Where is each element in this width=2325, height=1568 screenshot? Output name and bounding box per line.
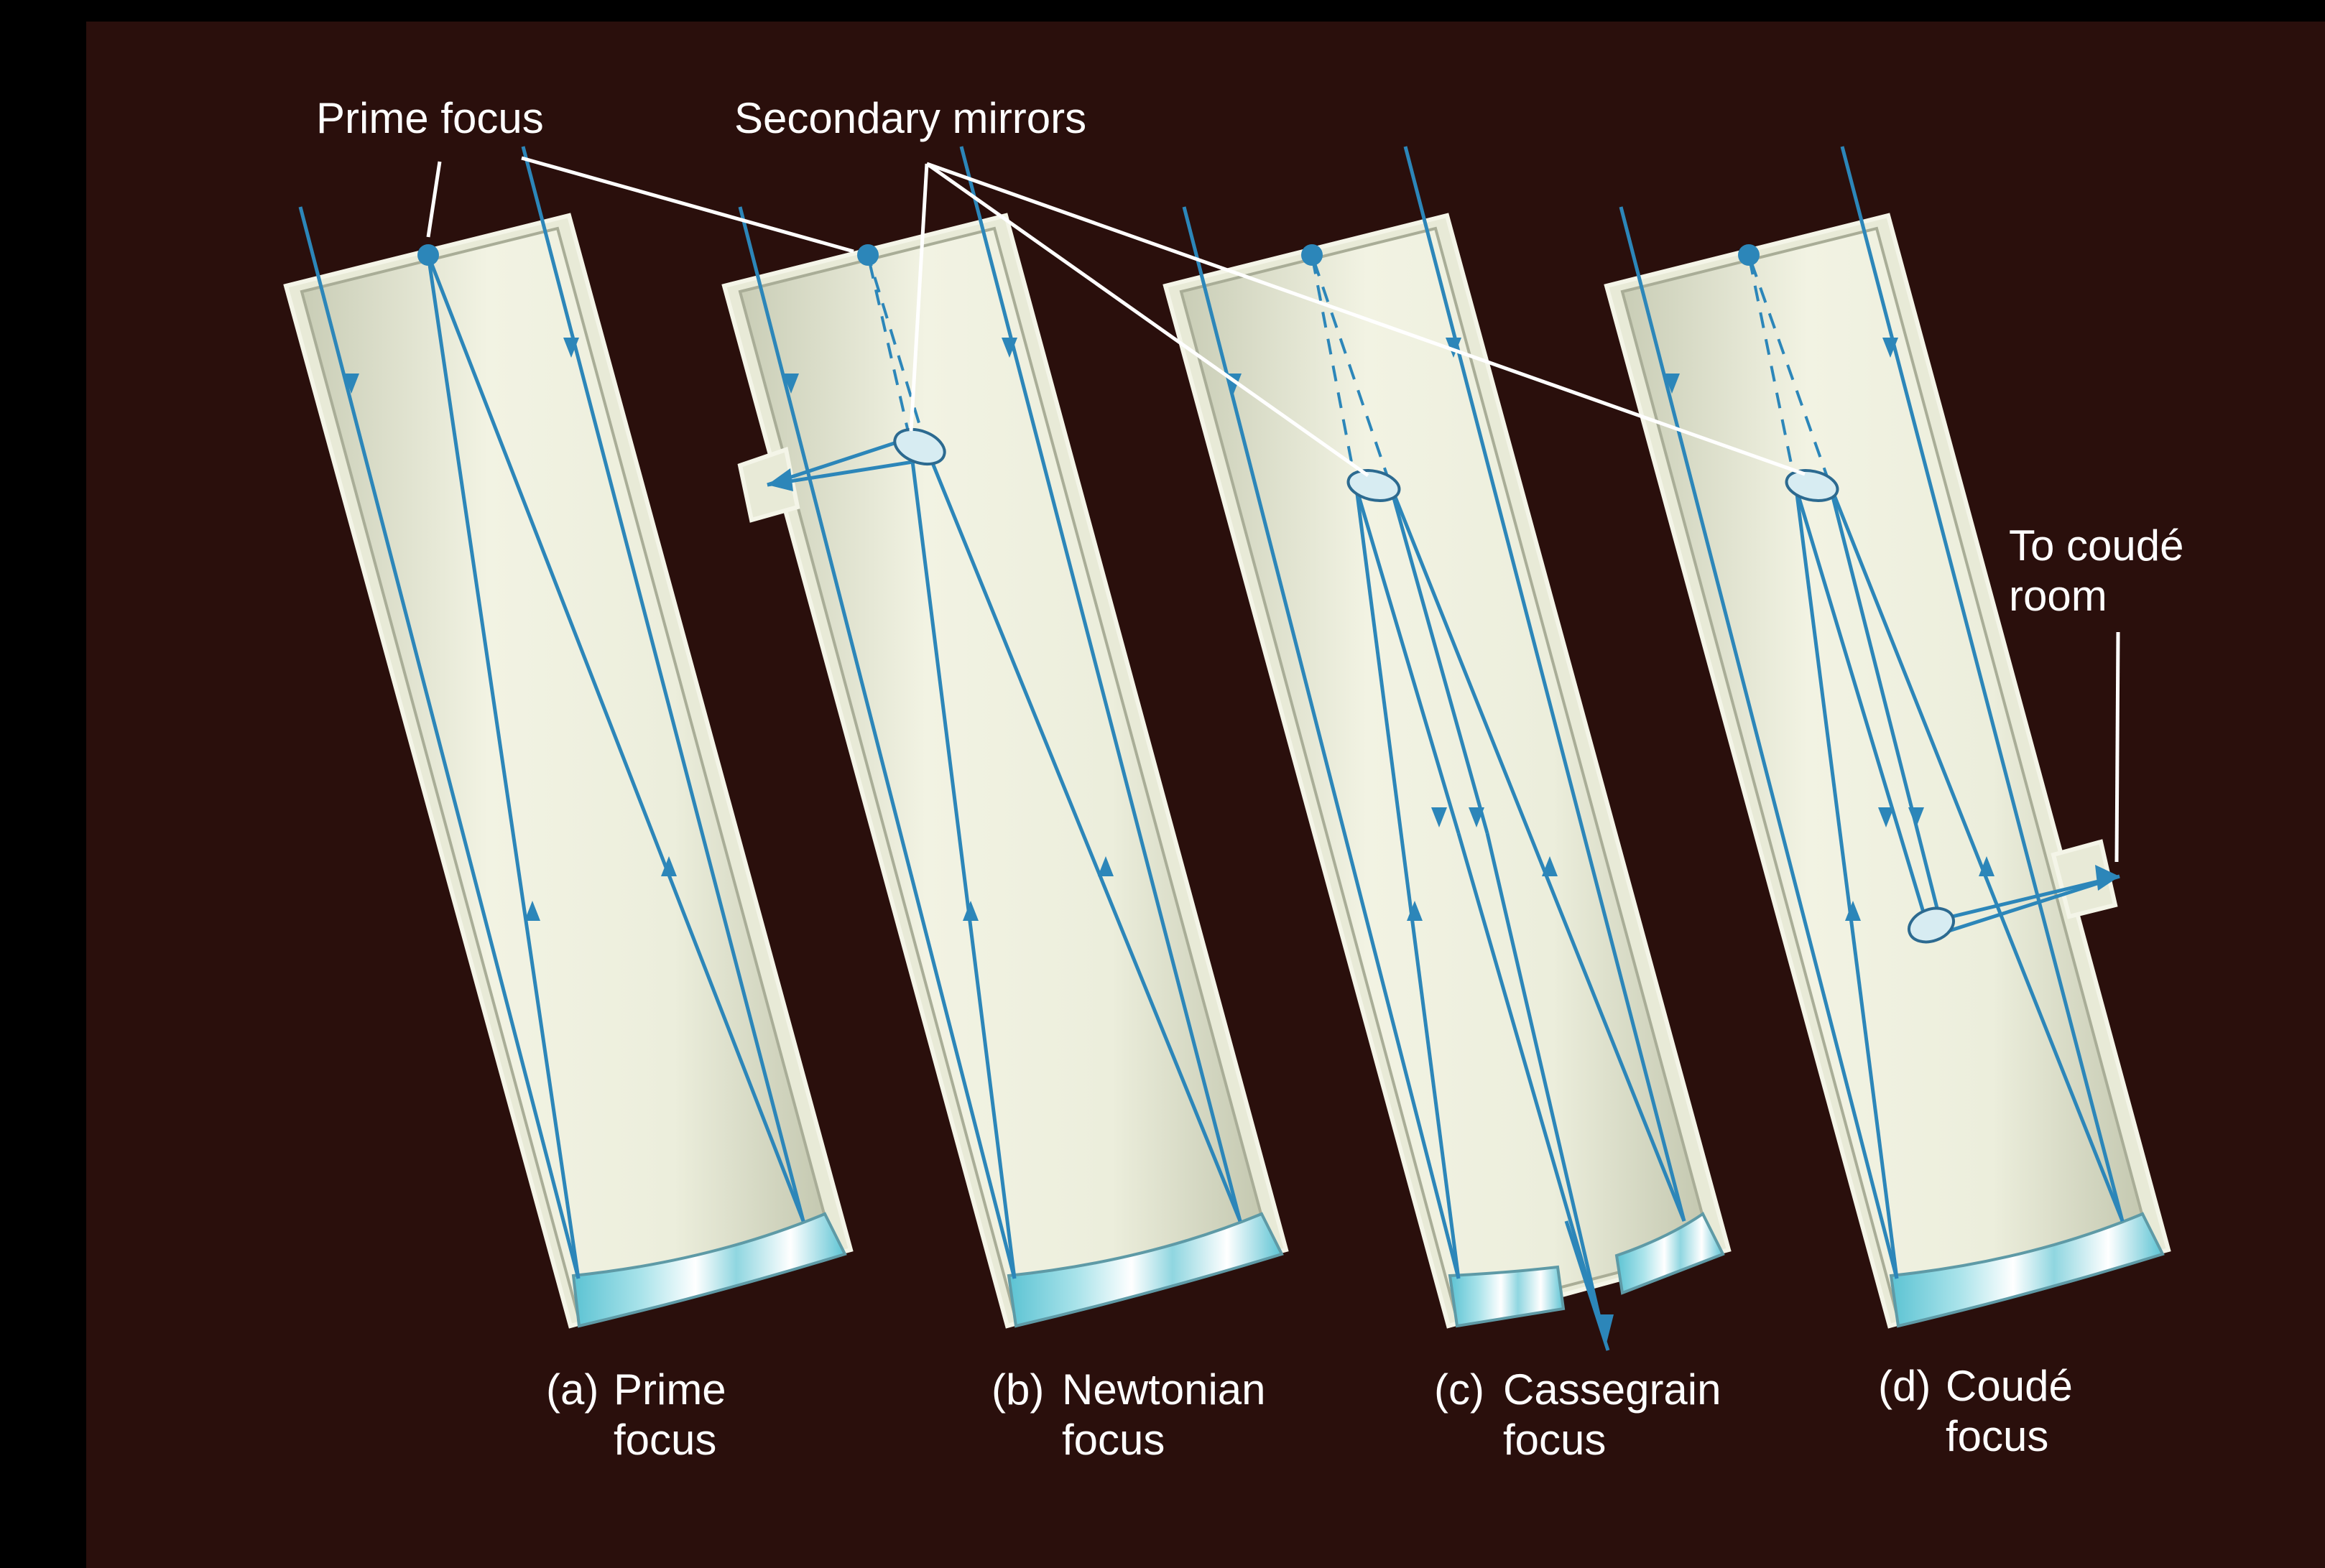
to-coude-room-label-line1: To coudé bbox=[2009, 521, 2184, 570]
primary-mirror-d bbox=[1889, 1212, 2165, 1328]
prime-focus-point-b bbox=[857, 244, 879, 266]
tube-a-prime-focus bbox=[283, 146, 854, 1329]
secondary-mirrors-label: Secondary mirrors bbox=[734, 94, 1086, 142]
primary-mirror-b bbox=[1007, 1212, 1284, 1328]
tertiary-mirror-d bbox=[1908, 906, 1955, 944]
caption-b: (b) Newtonian focus bbox=[992, 1365, 1266, 1464]
caption-c-line1: Cassegrain bbox=[1503, 1365, 1721, 1414]
secondary-mirror-c bbox=[1346, 469, 1401, 502]
caption-d: (d) Coudé focus bbox=[1878, 1362, 2073, 1460]
caption-b-line2: focus bbox=[1062, 1416, 1165, 1464]
primary-mirror-c-left bbox=[1448, 1265, 1566, 1328]
secondary-mirror-d bbox=[1785, 469, 1839, 502]
caption-c-letter: (c) bbox=[1434, 1365, 1484, 1414]
primary-mirror-c-right bbox=[1614, 1212, 1725, 1295]
primary-mirror-a bbox=[571, 1212, 847, 1328]
caption-a-line1: Prime bbox=[614, 1365, 726, 1414]
prime-focus-point-a bbox=[417, 244, 439, 266]
secondary-mirror-b bbox=[893, 427, 946, 466]
tube-b-newtonian-focus bbox=[721, 146, 1289, 1329]
caption-b-letter: (b) bbox=[992, 1365, 1044, 1414]
caption-b-line1: Newtonian bbox=[1062, 1365, 1266, 1414]
caption-a-letter: (a) bbox=[546, 1365, 598, 1414]
tube-d-coude-focus bbox=[1604, 146, 2171, 1329]
prime-focus-label: Prime focus bbox=[316, 94, 544, 142]
caption-c-line2: focus bbox=[1503, 1416, 1606, 1464]
caption-d-line1: Coudé bbox=[1946, 1362, 2073, 1410]
caption-a-line2: focus bbox=[614, 1416, 716, 1464]
prime-focus-point-c bbox=[1301, 244, 1323, 266]
to-coude-room-label-line2: room bbox=[2009, 572, 2107, 620]
leader-lines bbox=[426, 156, 2120, 863]
caption-d-line2: focus bbox=[1946, 1412, 2048, 1460]
caption-a: (a) Prime focus bbox=[546, 1365, 726, 1464]
prime-focus-point-d bbox=[1738, 244, 1760, 266]
tube-c-cassegrain-focus bbox=[1162, 146, 1732, 1351]
caption-c: (c) Cassegrain focus bbox=[1434, 1365, 1721, 1464]
caption-d-letter: (d) bbox=[1878, 1362, 1931, 1410]
